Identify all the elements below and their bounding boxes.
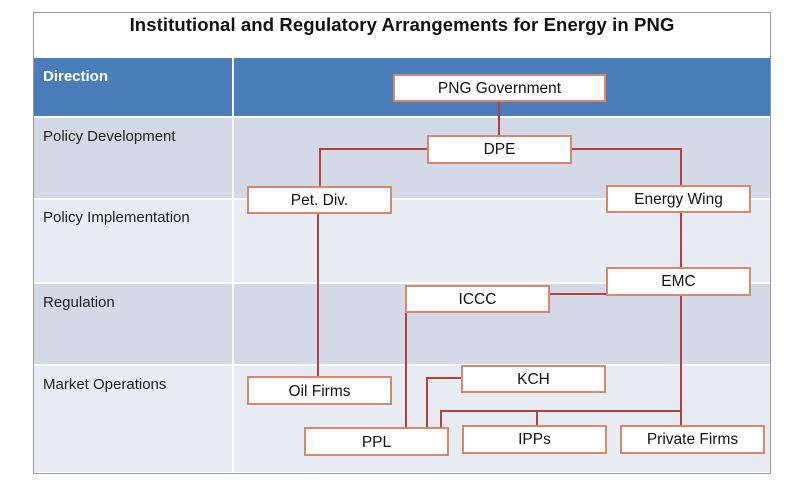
band-regulation bbox=[34, 284, 770, 364]
node-oil-firms: Oil Firms bbox=[247, 376, 392, 405]
connector-dpe-energywing bbox=[571, 148, 682, 186]
row-label-regulation: Regulation bbox=[43, 294, 115, 311]
connector-dpe-petdiv bbox=[319, 148, 428, 186]
node-pet-div: Pet. Div. bbox=[247, 186, 392, 214]
node-kch: KCH bbox=[461, 365, 606, 393]
diagram-title: Institutional and Regulatory Arrangement… bbox=[129, 14, 675, 35]
row-label-direction: Direction bbox=[43, 68, 109, 85]
node-ipps: IPPs bbox=[462, 425, 607, 454]
node-private-firms: Private Firms bbox=[620, 425, 765, 454]
connector-kch-ppl bbox=[426, 377, 461, 428]
band-policy-development bbox=[34, 118, 770, 198]
row-label-policy-implementation: Policy Implementation bbox=[43, 209, 190, 226]
column-separator bbox=[232, 58, 234, 472]
row-label-market-operations: Market Operations bbox=[43, 376, 167, 393]
node-iccc: ICCC bbox=[405, 285, 550, 313]
row-label-policy-development: Policy Development bbox=[43, 128, 176, 145]
node-energy-wing: Energy Wing bbox=[606, 185, 751, 213]
node-emc: EMC bbox=[606, 267, 751, 296]
node-dpe: DPE bbox=[427, 135, 572, 164]
node-ppl: PPL bbox=[304, 427, 449, 456]
connector-market-bus bbox=[440, 410, 681, 428]
node-png-government: PNG Government bbox=[393, 74, 606, 102]
